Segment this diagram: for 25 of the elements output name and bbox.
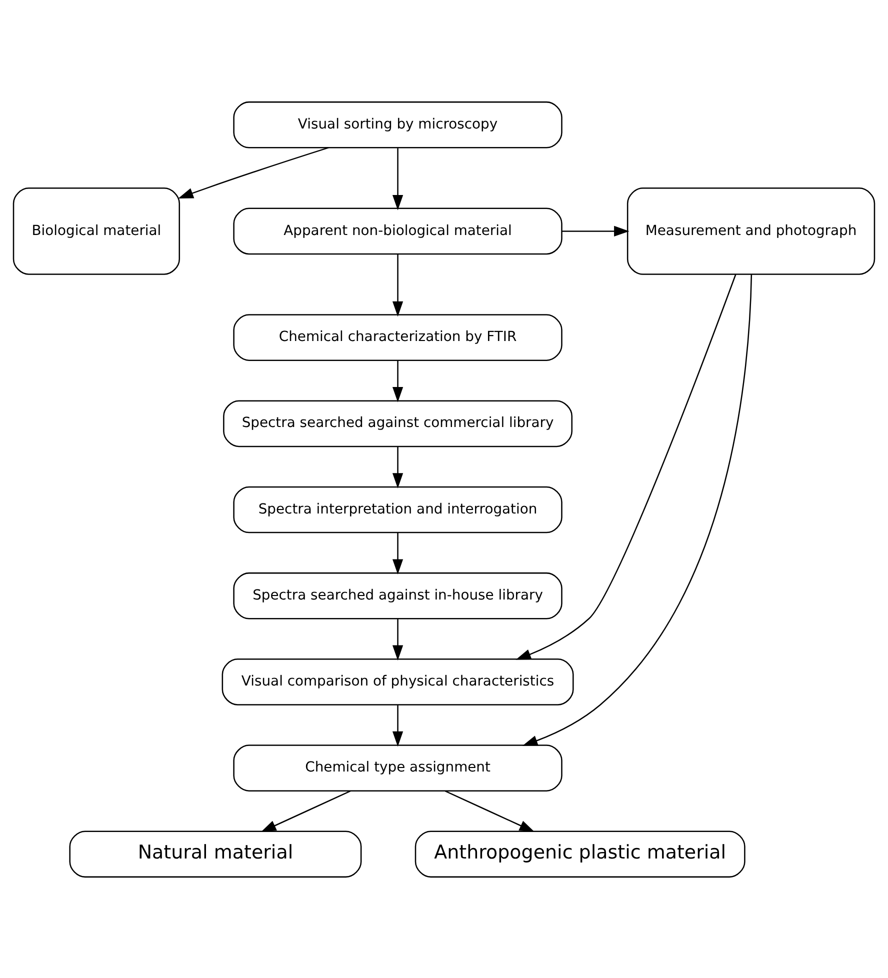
node-box: Apparent non-biological material [233, 207, 562, 254]
arrow [392, 446, 404, 488]
arrow [522, 274, 752, 746]
node-box: Visual sorting by microscopy [233, 100, 562, 148]
node-box: Visual comparison of physical characteristics [222, 658, 574, 705]
node-box: Chemical type assignment [233, 744, 562, 791]
node-box: Anthropogenic plastic material [414, 830, 746, 878]
node-box: Measurement and photograph [626, 187, 876, 274]
arrow [516, 274, 736, 660]
node-box: Chemical characterization by FTIR [233, 314, 562, 360]
node-box: Spectra interpretation and interrogation [233, 486, 562, 533]
arrow [392, 360, 404, 402]
arrow [392, 254, 404, 316]
node-box: Spectra searched against in-house library [233, 572, 562, 619]
arrow [392, 704, 404, 746]
node-box: Natural material [69, 830, 362, 878]
arrow [178, 146, 329, 198]
arrow [392, 618, 404, 660]
arrow [260, 790, 351, 832]
node-box: Spectra searched against commercial library [223, 400, 573, 447]
arrow [562, 225, 630, 236]
node-box: Biological material [12, 187, 180, 274]
arrow [444, 790, 535, 832]
arrow [392, 532, 404, 574]
arrow [392, 148, 404, 210]
